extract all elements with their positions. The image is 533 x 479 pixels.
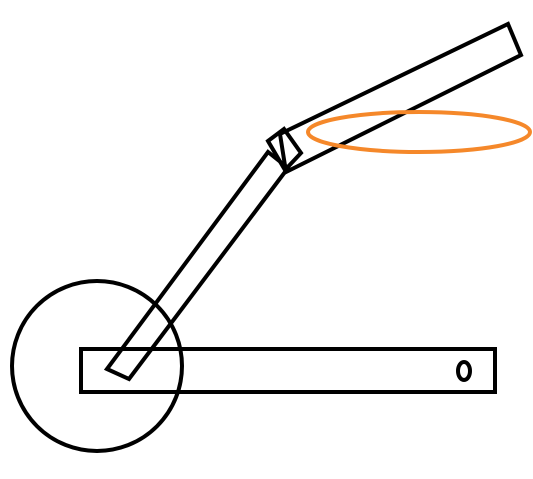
- upper-arm: [277, 21, 524, 176]
- pivot-circle: [10, 279, 184, 453]
- ring-ellipse: [306, 110, 532, 154]
- base-bar: [79, 347, 497, 394]
- elbow-joint: [265, 126, 304, 174]
- slot-ellipse: [456, 360, 472, 382]
- lower-arm: [103, 149, 291, 382]
